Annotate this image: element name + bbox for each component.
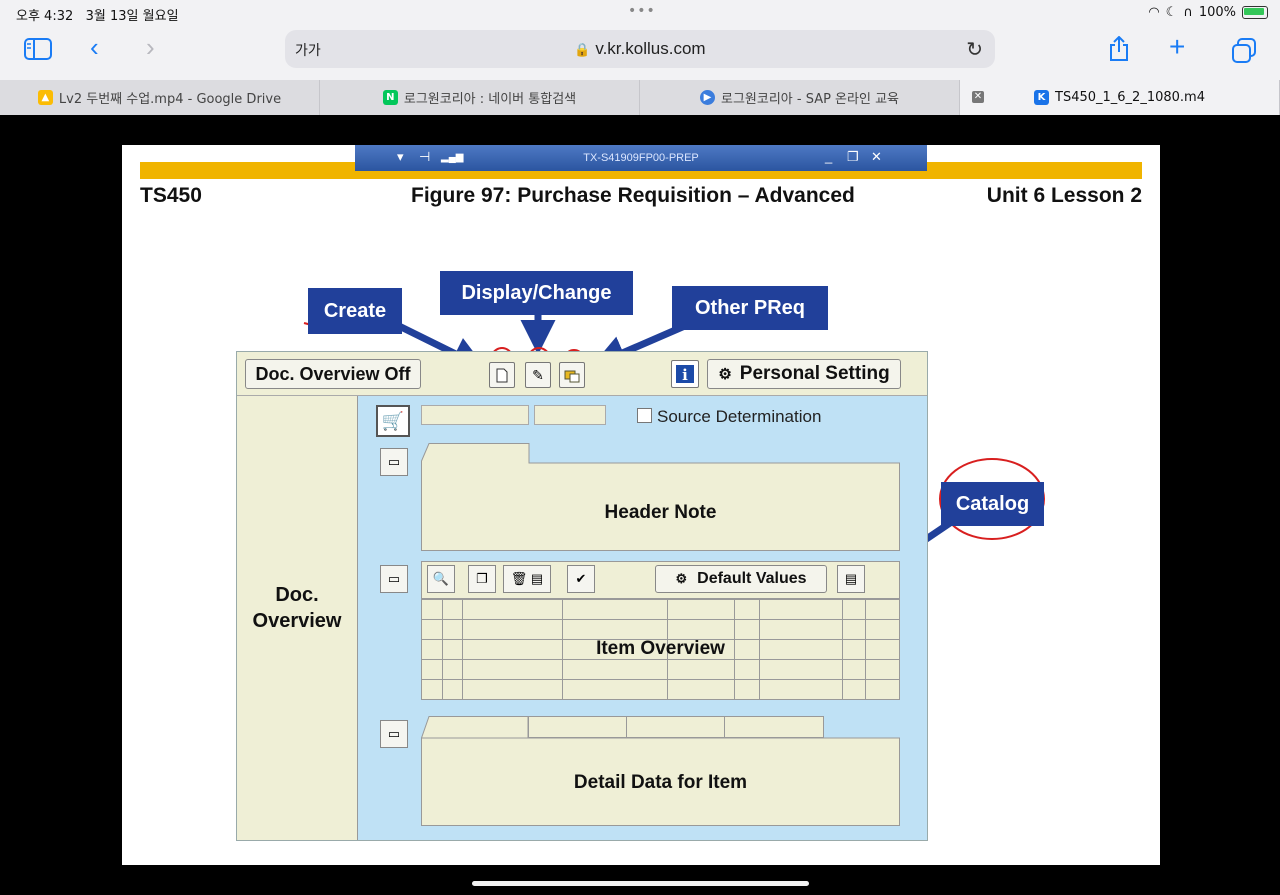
callout-create: Create	[308, 288, 402, 334]
tab-kollus-video[interactable]: ✕ K TS450_1_6_2_1080.m4	[960, 80, 1280, 115]
video-slide[interactable]: ▾ ⊣ ▂▄▆ TX-S41909FP00-PREP _ ❐ ✕ TS450 F…	[122, 145, 1160, 865]
delete-icon[interactable]: 🗑 ▤	[503, 565, 551, 593]
naver-icon: N	[382, 90, 398, 105]
sidebar-icon[interactable]	[24, 38, 52, 64]
remote-window-titlebar: ▾ ⊣ ▂▄▆ TX-S41909FP00-PREP _ ❐ ✕	[355, 145, 927, 171]
share-icon[interactable]	[1108, 35, 1130, 66]
other-preq-icon[interactable]	[559, 362, 585, 388]
sap-screen: Doc. Overview Off ✎ i ⚙ Personal Setting…	[236, 351, 928, 841]
minimize-icon[interactable]: _	[825, 149, 833, 164]
catalog-icon[interactable]: ▤	[837, 565, 865, 593]
personal-setting-button[interactable]: ⚙ Personal Setting	[707, 359, 901, 389]
course-code: TS450	[140, 184, 202, 207]
kollus-icon: K	[1034, 90, 1049, 105]
collapse-header-icon[interactable]: ▭	[380, 448, 408, 476]
new-tab-icon[interactable]: +	[1169, 31, 1186, 62]
create-icon[interactable]	[489, 362, 515, 388]
headphones-icon: ∩	[1183, 5, 1193, 20]
display-change-icon[interactable]: ✎	[525, 362, 551, 388]
unit-lesson: Unit 6 Lesson 2	[986, 184, 1142, 207]
pin-icon[interactable]: ⊣	[419, 149, 431, 164]
lock-icon: 🔒	[574, 42, 591, 57]
document-type-field[interactable]	[421, 405, 529, 425]
window-title: TX-S41909FP00-PREP	[583, 152, 699, 164]
moon-icon: ☾	[1165, 5, 1178, 20]
text-size-button[interactable]: 가가	[295, 43, 321, 59]
url-text[interactable]: 🔒 v.kr.kollus.com	[574, 39, 706, 58]
header-note-label: Header Note	[604, 502, 717, 523]
status-bar: 오후 4:32 3월 13일 월요일 ••• ◠ ☾ ∩ 100%	[0, 0, 1280, 26]
play-icon: ▶	[699, 90, 715, 105]
source-determination-label: Source Determination	[657, 407, 822, 426]
tab-naver[interactable]: N 로그원코리아 : 네이버 통합검색	[320, 80, 640, 115]
detail-data-label: Detail Data for Item	[573, 772, 748, 793]
copy-icon[interactable]: ❐	[468, 565, 496, 593]
item-overview-table[interactable]	[421, 598, 900, 700]
collapse-items-icon[interactable]: ▭	[380, 565, 408, 593]
application-toolbar: Doc. Overview Off ✎ i ⚙ Personal Setting	[237, 352, 927, 396]
dropdown-icon[interactable]: ▾	[397, 149, 404, 164]
document-number-field[interactable]	[534, 405, 606, 425]
back-icon[interactable]: ‹	[90, 32, 99, 62]
home-indicator[interactable]	[472, 881, 809, 886]
cart-icon[interactable]: 🛒	[376, 405, 410, 437]
close-tab-icon[interactable]: ✕	[972, 91, 984, 103]
tab-sap-education[interactable]: ▶ 로그원코리아 - SAP 온라인 교육	[640, 80, 960, 115]
multitasking-dots[interactable]: •••	[628, 3, 656, 19]
check-icon[interactable]: ✔	[567, 565, 595, 593]
restore-icon[interactable]: ❐	[847, 149, 859, 164]
status-time: 오후 4:32 3월 13일 월요일	[16, 9, 179, 24]
header-note-box	[421, 443, 900, 551]
detail-data-box	[421, 716, 900, 826]
source-determination-checkbox[interactable]	[637, 408, 652, 423]
battery-icon	[1242, 6, 1268, 19]
callout-catalog: Catalog	[941, 482, 1044, 526]
callout-other-preq: Other PReq	[672, 286, 828, 330]
item-overview-label: Item Overview	[596, 638, 725, 659]
tabs-overview-icon[interactable]	[1231, 38, 1257, 68]
forward-icon[interactable]: ›	[146, 32, 155, 62]
status-right: ◠ ☾ ∩ 100%	[1148, 5, 1268, 20]
tab-google-drive[interactable]: ▲ Lv2 두번째 수업.mp4 - Google Drive	[0, 80, 320, 115]
info-icon[interactable]: i	[671, 360, 699, 388]
doc-overview-off-button[interactable]: Doc. Overview Off	[245, 359, 421, 389]
tab-bar: ▲ Lv2 두번째 수업.mp4 - Google Drive N 로그원코리아…	[0, 80, 1280, 115]
battery-percent: 100%	[1198, 5, 1236, 20]
doc-overview-pane: Doc.Overview	[237, 396, 358, 840]
reload-icon[interactable]: ↻	[966, 39, 983, 61]
svg-text:i: i	[682, 366, 688, 384]
wifi-icon: ◠	[1148, 5, 1160, 20]
browser-toolbar: ‹ › 가가 🔒 v.kr.kollus.com ↻ +	[0, 26, 1280, 80]
collapse-detail-icon[interactable]: ▭	[380, 720, 408, 748]
drive-icon: ▲	[37, 90, 53, 105]
settings-icon: ⚙	[675, 571, 688, 586]
settings-icon: ⚙	[718, 366, 732, 383]
figure-title: Figure 97: Purchase Requisition – Advanc…	[411, 184, 855, 207]
default-values-button[interactable]: ⚙ Default Values	[655, 565, 827, 593]
doc-overview-label: Doc.Overview	[252, 584, 342, 632]
url-bar[interactable]: 가가 🔒 v.kr.kollus.com ↻	[285, 30, 995, 68]
close-icon[interactable]: ✕	[871, 149, 882, 164]
signal-icon: ▂▄▆	[441, 152, 464, 163]
callout-display-change: Display/Change	[440, 271, 633, 315]
details-icon[interactable]: 🔍	[427, 565, 455, 593]
